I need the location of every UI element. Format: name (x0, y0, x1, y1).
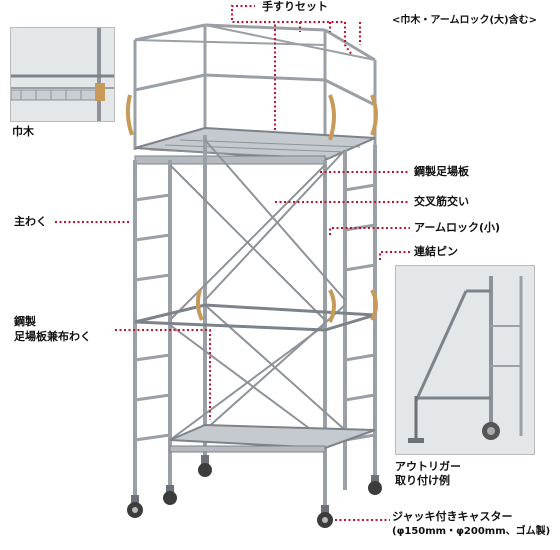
outrigger-label-2: 取り付け例 (395, 474, 450, 487)
caster-label-2: (φ150mm・φ200mm、ゴム製) (392, 526, 551, 537)
toe-board-label: 巾木 (12, 125, 34, 138)
handrail-set-note: <巾木・アームロック(大)含む> (392, 15, 537, 26)
top-deck (134, 126, 376, 165)
steel-deck-cross-frame-label-1: 鋼製 (14, 315, 36, 328)
steel-deck-cross-frame-label-2: 足場板兼布わく (14, 330, 91, 343)
arm-lock-small-label: アームロック(小) (414, 221, 501, 234)
arm-lock-clamps (125, 94, 378, 323)
ladder-rungs (134, 183, 376, 442)
caster-label-1: ジャッキ付きキャスター (392, 510, 513, 523)
main-frame-label: 主わく (14, 215, 47, 228)
outrigger-illustration (396, 266, 534, 454)
handrail-set-label: 手すりセット (262, 0, 328, 13)
cross-braces (169, 139, 346, 441)
outrigger-inset (395, 265, 535, 455)
toe-board-inset (10, 27, 115, 122)
outrigger-label-1: アウトリガー (395, 460, 461, 473)
handrail-frame (133, 23, 377, 150)
casters (127, 455, 382, 528)
cross-brace-label: 交叉筋交い (414, 195, 469, 208)
connecting-pin-label: 連結ピン (414, 245, 458, 258)
toe-board-illustration (11, 28, 114, 121)
steel-deck-label: 鋼製足場板 (414, 165, 469, 178)
bottom-deck (169, 423, 376, 453)
leader-lines (55, 5, 410, 521)
